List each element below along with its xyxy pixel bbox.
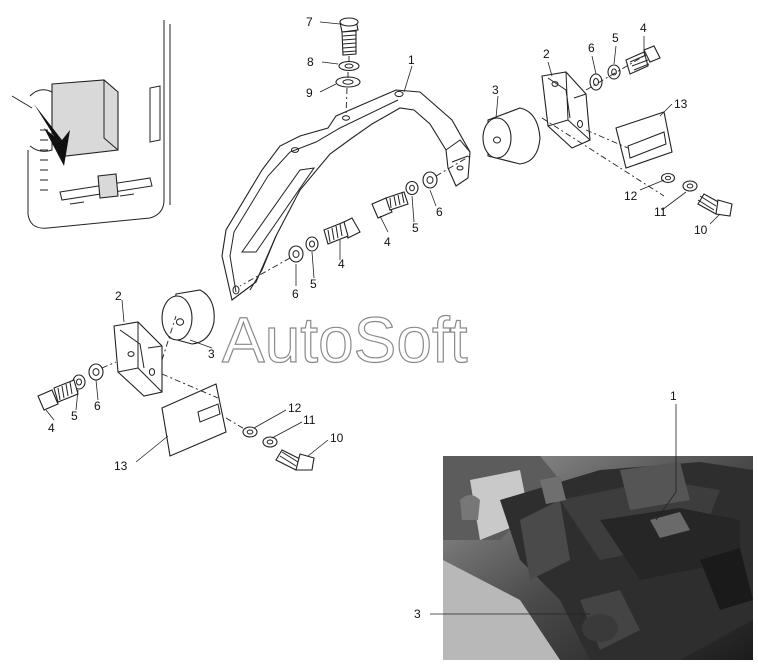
main-bracket bbox=[221, 89, 471, 301]
left-mount-assembly bbox=[37, 289, 315, 471]
callout-6-center: 6 bbox=[292, 287, 299, 301]
callout-2-right: 2 bbox=[543, 47, 550, 61]
callout-11-right: 11 bbox=[654, 205, 667, 219]
callout-10-right: 10 bbox=[694, 223, 708, 237]
callout-5-center: 5 bbox=[310, 277, 317, 291]
callout-6-right: 6 bbox=[588, 41, 595, 55]
callout-10-left: 10 bbox=[330, 431, 344, 445]
middle-fasteners bbox=[239, 155, 471, 287]
photo-callout-3: 3 bbox=[414, 607, 421, 621]
callout-5-left: 5 bbox=[71, 409, 78, 423]
engine-housing-fragment bbox=[11, 20, 171, 229]
watermark: AutoSoft bbox=[222, 304, 468, 376]
callout-6-mid: 6 bbox=[436, 205, 443, 219]
callout-4-left: 4 bbox=[48, 421, 55, 435]
photo-inset: 1 3 bbox=[414, 389, 753, 660]
callout-1: 1 bbox=[408, 53, 415, 67]
callout-4-right: 4 bbox=[640, 21, 647, 35]
callout-2-left: 2 bbox=[115, 289, 122, 303]
callout-7: 7 bbox=[306, 15, 313, 29]
callout-12-right: 12 bbox=[624, 189, 638, 203]
callout-3-right: 3 bbox=[492, 83, 499, 97]
callout-3-left: 3 bbox=[208, 347, 215, 361]
photo-callout-1: 1 bbox=[670, 389, 677, 403]
callout-5-mid: 5 bbox=[412, 221, 419, 235]
top-bolt-assembly bbox=[335, 17, 361, 117]
callout-13-right: 13 bbox=[674, 97, 688, 111]
callout-4-center: 4 bbox=[338, 257, 345, 271]
callout-13-left: 13 bbox=[114, 459, 128, 473]
callout-12-left: 12 bbox=[288, 401, 302, 415]
callout-6-left: 6 bbox=[94, 399, 101, 413]
callout-8: 8 bbox=[307, 55, 314, 69]
callout-11-left: 11 bbox=[303, 413, 316, 427]
callout-5-right: 5 bbox=[612, 31, 619, 45]
right-mount-assembly bbox=[482, 45, 733, 217]
leader-lines bbox=[45, 21, 721, 463]
callout-labels: 7 8 9 1 2 3 6 5 4 13 12 11 10 4 5 6 4 6 … bbox=[48, 15, 708, 473]
callout-4-mid: 4 bbox=[384, 235, 391, 249]
callout-9: 9 bbox=[306, 86, 313, 100]
